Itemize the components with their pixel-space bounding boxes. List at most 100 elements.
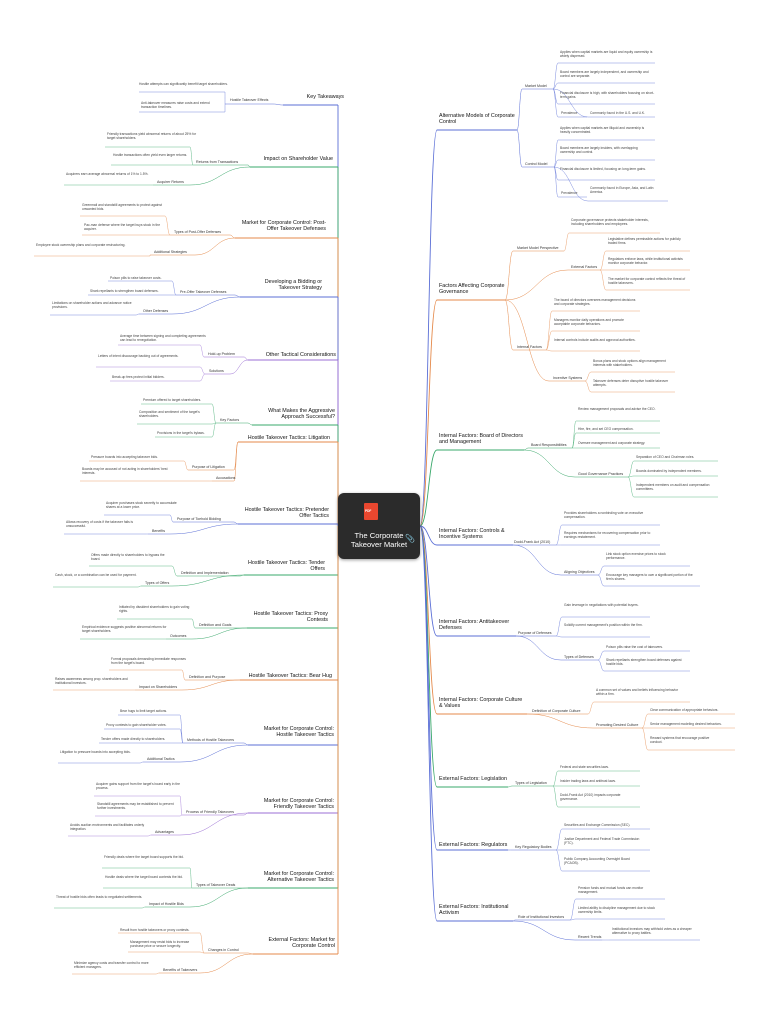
subtopic-antitakeover-purpose[interactable]: Purpose of Defenses: [518, 631, 552, 635]
topic-legislation[interactable]: External Factors: Legislation: [439, 776, 508, 782]
subtopic-post_offer-additional[interactable]: Additional Strategies: [154, 250, 187, 254]
subtopic-shareholder_value-returns[interactable]: Returns from Transactions: [196, 160, 239, 164]
topic-antitakeover[interactable]: Internal Factors: Antitakeover Defenses: [439, 619, 510, 632]
detail-aggressive-leaf2[interactable]: Composition and sentiment of the target'…: [139, 410, 200, 418]
subtopic-other_tactical-holdup[interactable]: Hold-up Problem: [208, 352, 235, 356]
detail-governance-g2[interactable]: Legislative defines permissible actions …: [608, 237, 681, 245]
topic-litigation[interactable]: Hostile Takeover Tactics: Litigation: [247, 435, 330, 441]
detail-alt_models-cm4[interactable]: Commonly found in Europe, Asia, and Lati…: [590, 186, 654, 194]
detail-hostile_tactics-leaf4[interactable]: Litigation to pressure boards into accep…: [60, 750, 131, 754]
subtopic-board-good_gov[interactable]: Good Governance Practices: [578, 472, 624, 476]
detail-alternative-leaf1[interactable]: Friendly deals where the target board su…: [104, 855, 184, 859]
detail-governance-g6[interactable]: Managers monitor daily operations and pr…: [554, 318, 625, 326]
topic-external_market[interactable]: External Factors: Market for Corporate C…: [268, 937, 335, 950]
subtopic-post_offer-types[interactable]: Types of Post-Offer Defenses: [174, 230, 222, 234]
subtopic-key_takeaways-hostile_effects[interactable]: Hostile Takeover Effects: [230, 98, 269, 102]
detail-board-b5[interactable]: Boards dominated by independent members.: [636, 469, 702, 473]
detail-tender-leaf2[interactable]: Cash, stock, or a combination can be use…: [55, 573, 137, 577]
detail-bidding-leaf2[interactable]: Shark repellants to strengthen board def…: [90, 289, 159, 293]
detail-regulators-r3[interactable]: Public Company Accounting Oversight Boar…: [564, 857, 630, 865]
detail-aggressive-leaf1[interactable]: Premium offered to target shareholders.: [143, 398, 202, 402]
topic-proxy[interactable]: Hostile Takeover Tactics: Proxy Contests: [253, 611, 328, 624]
subtopic-other_tactical-solutions[interactable]: Solutions: [209, 369, 224, 373]
subtopic-activism-recent[interactable]: Recent Trends: [578, 935, 602, 939]
detail-legislation-l2[interactable]: Insider trading laws and antitrust laws.: [560, 779, 616, 783]
detail-alt_models-cm3[interactable]: Financial disclosure is limited, focusin…: [560, 167, 646, 171]
topic-tender[interactable]: Hostile Takeover Tactics: Tender Offers: [247, 560, 325, 573]
subtopic-board-board_resp[interactable]: Board Responsibilities: [531, 443, 567, 447]
detail-alt_models-prevalence[interactable]: Prevalence: [561, 111, 578, 115]
subtopic-hostile_tactics-additional[interactable]: Additional Tactics: [147, 757, 175, 761]
subtopic-tender-types[interactable]: Types of Offers: [145, 581, 170, 585]
detail-governance-g8[interactable]: Bonus plans and stock options align mana…: [593, 359, 666, 367]
subtopic-antitakeover-types[interactable]: Types of Defenses: [564, 655, 594, 659]
detail-alt_models-mm2[interactable]: Board members are largely independent, a…: [560, 70, 649, 78]
detail-culture-cu3[interactable]: Senior management modeling desired behav…: [650, 722, 722, 726]
detail-hostile_tactics-leaf1[interactable]: Bear hugs to limit target actions.: [120, 709, 168, 713]
attachment-icon[interactable]: 📎: [405, 534, 415, 543]
detail-pretender-leaf2[interactable]: Allows recovery of costs if the takeover…: [66, 520, 134, 528]
topic-bidding[interactable]: Developing a Bidding or Takeover Strateg…: [264, 279, 322, 292]
detail-bidding-leaf3[interactable]: Limitations on shareholder actions and a…: [52, 301, 132, 309]
subtopic-governance-internal[interactable]: Internal Factors: [517, 345, 542, 349]
subtopic-governance-mm_perspective[interactable]: Market Model Perspective: [517, 246, 559, 250]
detail-proxy-leaf2[interactable]: Empirical evidence suggests positive abn…: [82, 625, 167, 633]
detail-friendly_tactics-leaf3[interactable]: Avoids auction environments and facilita…: [70, 823, 145, 831]
subtopic-governance-external[interactable]: External Factors: [571, 265, 598, 269]
topic-regulators[interactable]: External Factors: Regulators: [439, 842, 508, 848]
detail-pretender-leaf1[interactable]: Acquirer purchases stock secretly to acc…: [106, 501, 177, 509]
topic-post_offer[interactable]: Market for Corporate Control: Post-Offer…: [241, 220, 326, 233]
detail-culture-cu2[interactable]: Clear communication of appropriate behav…: [650, 708, 719, 712]
detail-governance-g3[interactable]: Regulators enforce laws, while instituti…: [608, 257, 683, 265]
subtopic-shareholder_value-acquirer[interactable]: Acquirer Returns: [157, 180, 184, 184]
detail-alt_models-prevalence2[interactable]: Prevalence: [561, 191, 578, 195]
detail-bear_hug-leaf2[interactable]: Raises awareness among prop. shareholder…: [55, 677, 128, 685]
detail-other_tactical-leaf3[interactable]: Break-up fees protect initial bidders.: [112, 375, 165, 379]
detail-post_offer-leaf2[interactable]: Pac-man defense where the target buys st…: [84, 223, 161, 231]
subtopic-alt_models-market_model[interactable]: Market Model: [525, 84, 547, 88]
detail-board-b3[interactable]: Oversee management and corporate strateg…: [578, 441, 646, 445]
detail-tender-leaf1[interactable]: Offers made directly to shareholders to …: [91, 553, 165, 561]
detail-board-b4[interactable]: Separation of CEO and Chairman roles.: [636, 455, 695, 459]
detail-activism-i3[interactable]: Institutional investors may withhold vot…: [612, 927, 692, 935]
subtopic-external_market-benefits[interactable]: Benefits of Takeovers: [163, 968, 198, 972]
subtopic-external_market-changes[interactable]: Changes in Control: [208, 948, 239, 952]
detail-external_market-leaf2[interactable]: Management may resist bids to increase p…: [130, 940, 190, 948]
topic-shareholder_value[interactable]: Impact on Shareholder Value: [263, 156, 333, 162]
topic-activism[interactable]: External Factors: Institutional Activism: [439, 904, 509, 917]
detail-key_takeaways-leaf1[interactable]: Hostile attempts can significantly benef…: [139, 82, 228, 86]
detail-governance-g9[interactable]: Takeover defenses deter disruptive hosti…: [593, 379, 669, 387]
detail-alt_models-cm2[interactable]: Board members are largely insiders, with…: [560, 146, 638, 154]
subtopic-friendly_tactics-process[interactable]: Process of Friendly Takeovers: [186, 810, 235, 814]
subtopic-aggressive-key_factors[interactable]: Key Factors: [220, 418, 240, 422]
detail-legislation-l3[interactable]: Dodd-Frank Act (2010) impacts corporate …: [560, 793, 621, 801]
detail-shareholder_value-leaf2[interactable]: Hostile transactions often yield even la…: [113, 153, 188, 157]
topic-board[interactable]: Internal Factors: Board of Directors and…: [439, 433, 523, 446]
subtopic-bidding-pre_offer[interactable]: Pre-Offer Takeover Defenses: [180, 290, 227, 294]
detail-board-b1[interactable]: Review management proposals and advise t…: [578, 407, 656, 411]
detail-antitakeover-a4[interactable]: Shark repellants strengthen board defens…: [606, 658, 682, 666]
detail-culture-cu4[interactable]: Reward systems that encourage positive c…: [650, 736, 710, 744]
subtopic-alternative-types[interactable]: Types of Takeover Deals: [196, 883, 236, 887]
subtopic-bear_hug-definition[interactable]: Definition and Purpose: [189, 675, 226, 679]
subtopic-controls-aligning[interactable]: Aligning Objectives: [564, 570, 595, 574]
detail-activism-i2[interactable]: Limited ability to discipline management…: [578, 906, 655, 914]
subtopic-culture-promoting[interactable]: Promoting Desired Culture: [596, 723, 639, 727]
detail-bidding-leaf1[interactable]: Poison pills to raise takeover costs.: [110, 276, 162, 280]
topic-pretender[interactable]: Hostile Takeover Tactics: Pretender Offe…: [244, 507, 329, 520]
subtopic-hostile_tactics-methods[interactable]: Methods of Hostile Takeovers: [187, 738, 235, 742]
detail-litigation-leaf1[interactable]: Pressure boards into accepting takeover …: [91, 455, 158, 459]
detail-regulators-r2[interactable]: Justice Department and Federal Trade Com…: [564, 837, 640, 845]
subtopic-bear_hug-impact[interactable]: Impact on Shareholders: [139, 685, 178, 689]
detail-culture-cu1[interactable]: A common set of values and beliefs influ…: [596, 688, 679, 696]
detail-hostile_tactics-leaf2[interactable]: Proxy contests to gain shareholder votes…: [106, 723, 167, 727]
subtopic-governance-incentive[interactable]: Incentive Systems: [553, 376, 583, 380]
subtopic-alt_models-control_model[interactable]: Control Model: [525, 162, 548, 166]
detail-activism-i1[interactable]: Pension funds and mutual funds can monit…: [578, 886, 644, 894]
detail-friendly_tactics-leaf1[interactable]: Acquirer gains support from the target's…: [96, 782, 181, 790]
detail-shareholder_value-leaf1[interactable]: Friendly transactions yield abnormal ret…: [107, 132, 197, 140]
detail-controls-c1[interactable]: Provides shareholders a nonbinding vote …: [564, 511, 644, 519]
topic-controls[interactable]: Internal Factors: Controls & Incentive S…: [439, 528, 505, 541]
detail-post_offer-leaf3[interactable]: Employee stock ownership plans and corpo…: [36, 243, 126, 247]
detail-controls-c4[interactable]: Encourage key managers to own a signific…: [606, 573, 693, 581]
